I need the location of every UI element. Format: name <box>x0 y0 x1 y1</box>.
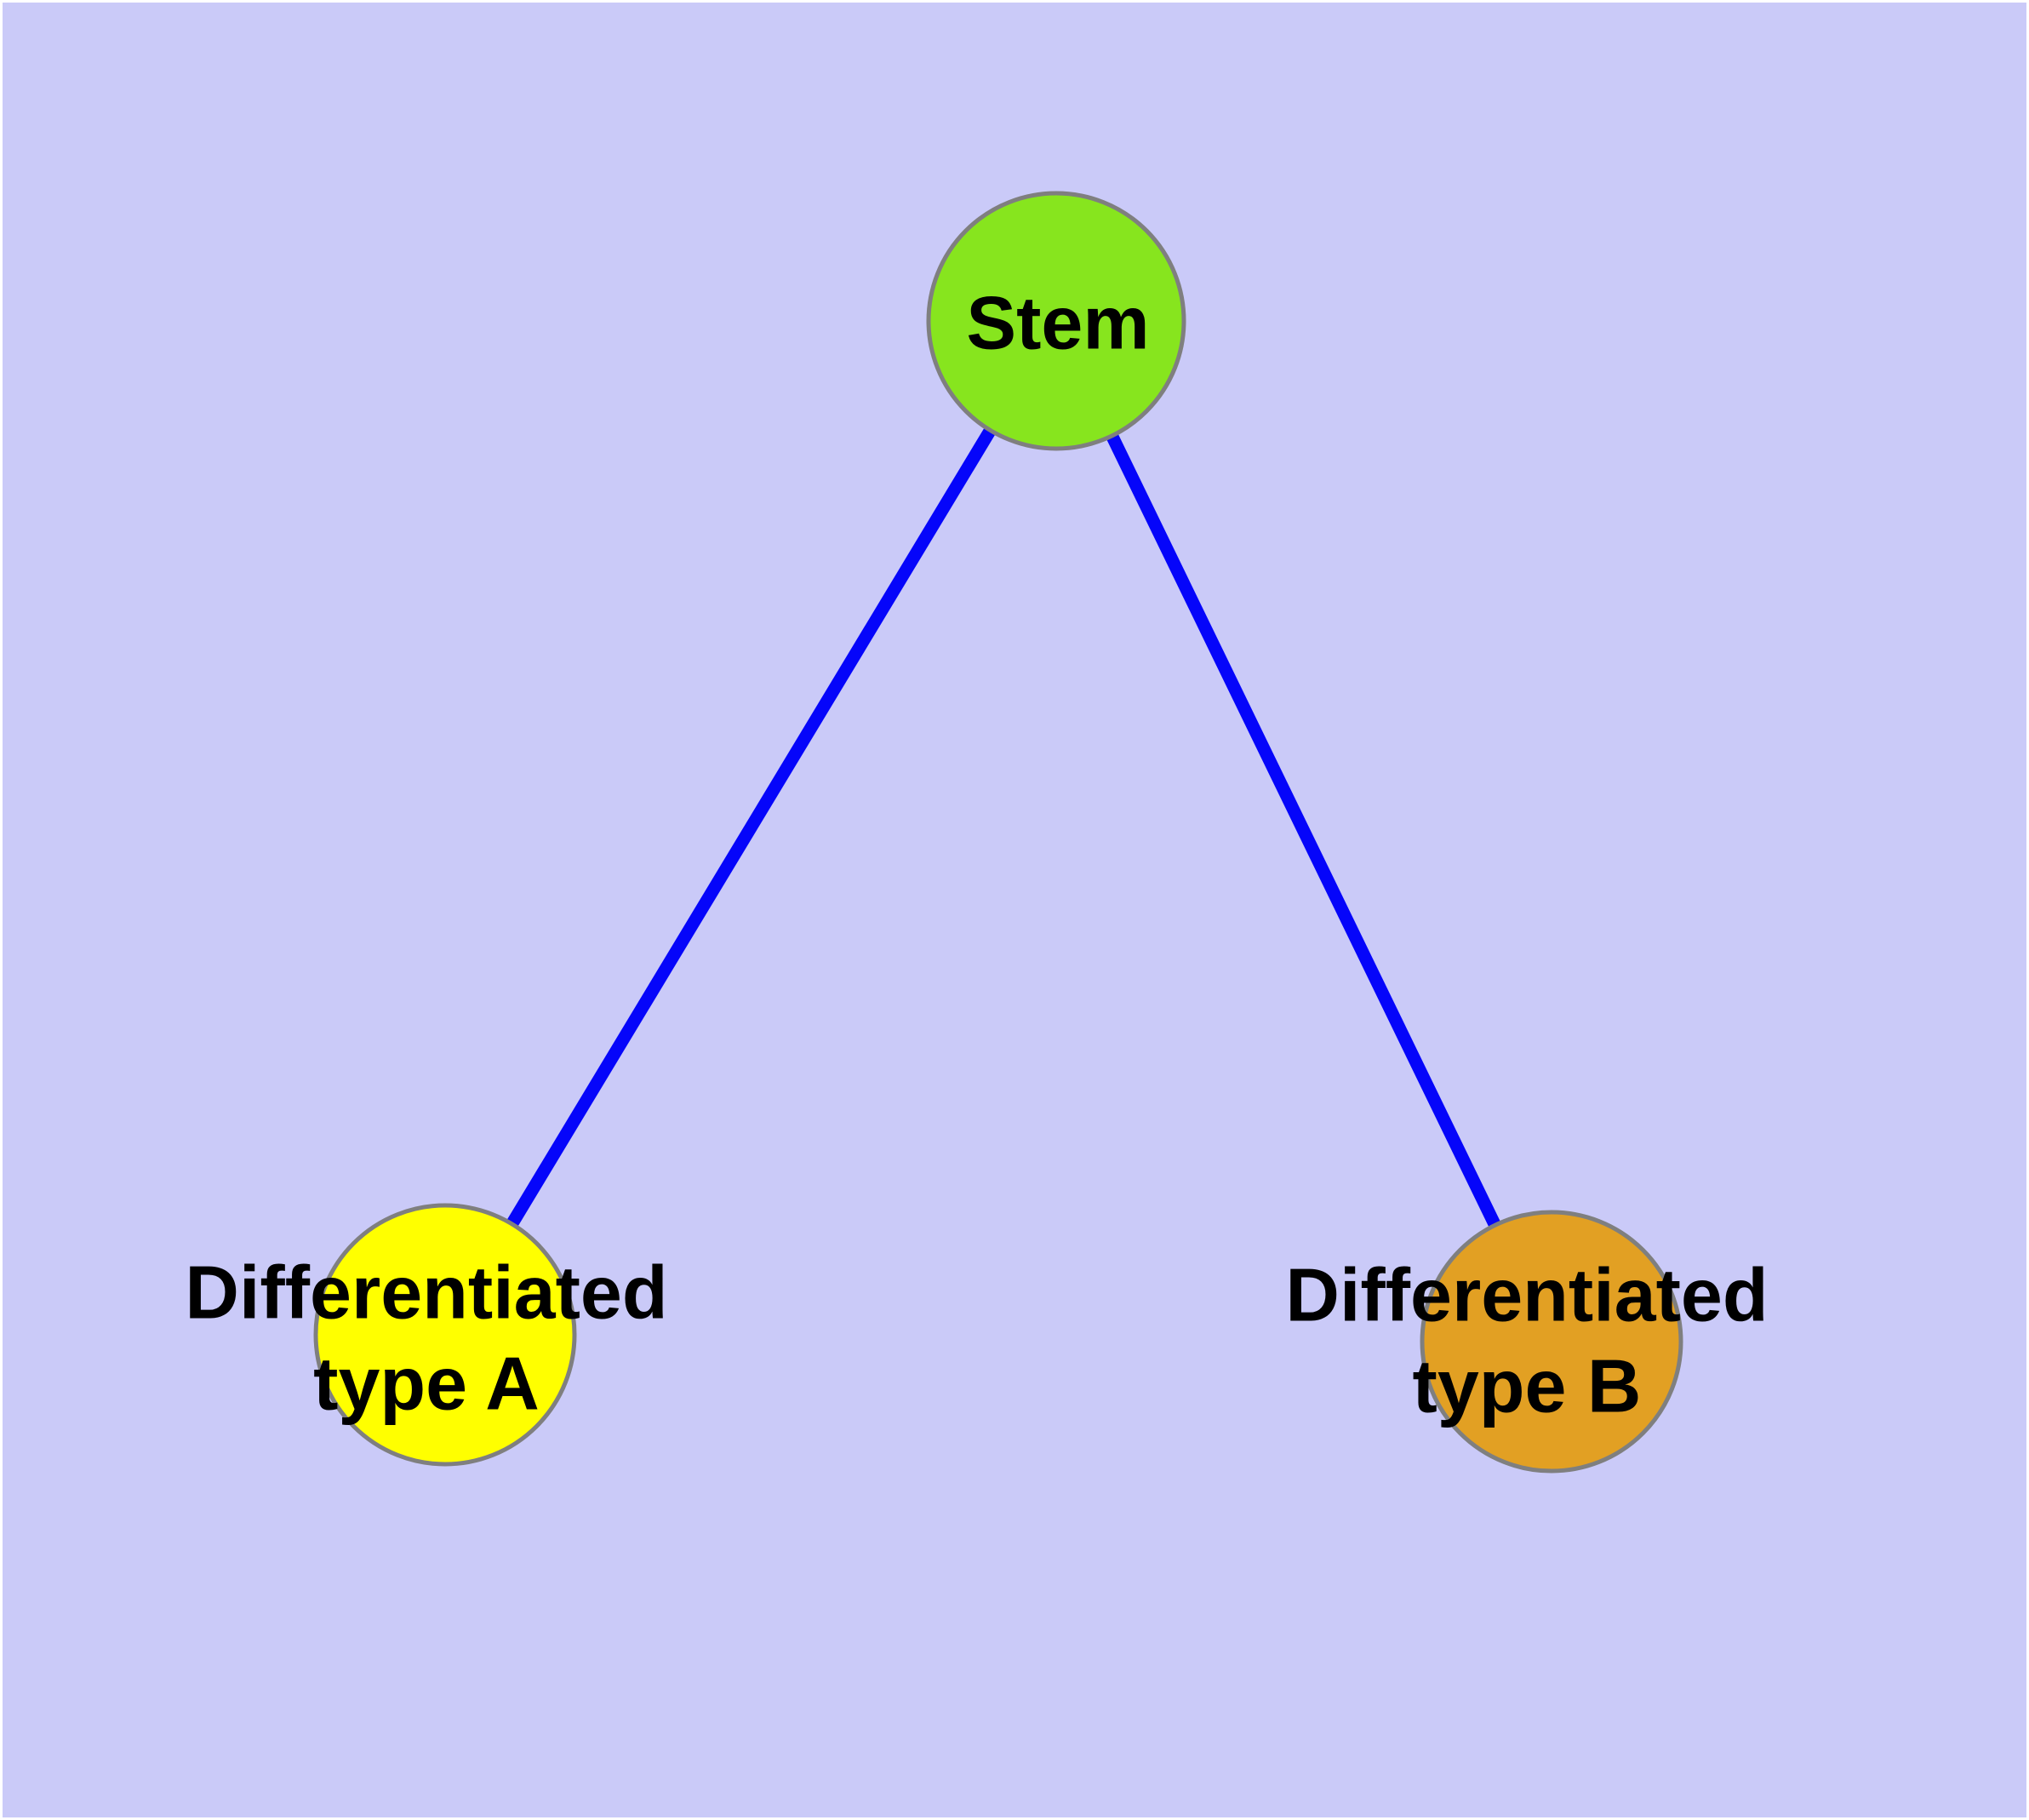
node-type-b <box>1420 1210 1683 1474</box>
node-type-a <box>313 1203 577 1467</box>
graph-canvas: Stem Differentiated type A Differentiate… <box>3 3 2026 1817</box>
edge-stem-to-type-a <box>439 318 1062 1338</box>
graph-svg <box>313 191 1683 1474</box>
node-stem <box>926 191 1186 451</box>
edge-stem-to-type-b <box>1050 318 1557 1345</box>
